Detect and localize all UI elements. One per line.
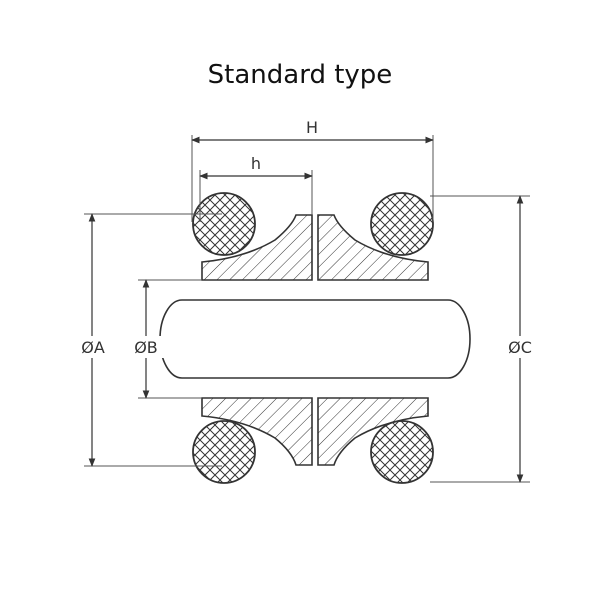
dim-label-B: ØB — [134, 338, 158, 357]
dim-label-A: ØA — [81, 338, 105, 357]
o-ring-bottom-right — [370, 420, 434, 484]
lower-retainer-right — [317, 397, 429, 466]
dim-label-B-bg — [124, 336, 168, 358]
dim-label-C: ØC — [508, 338, 532, 357]
diagram-title: Standard type — [208, 60, 393, 90]
upper-retainer-left — [201, 214, 313, 281]
lower-retainer-left — [201, 397, 313, 466]
dim-label-A-bg — [72, 336, 114, 358]
rod — [159, 299, 471, 379]
upper-retainer-right — [317, 214, 429, 281]
o-ring-bottom-left — [192, 420, 256, 484]
dim-label-h: h — [251, 154, 261, 173]
dim-label-C-bg — [497, 336, 543, 358]
o-ring-top-left — [192, 192, 256, 256]
o-ring-top-right — [370, 192, 434, 256]
dim-label-H: H — [306, 118, 318, 137]
